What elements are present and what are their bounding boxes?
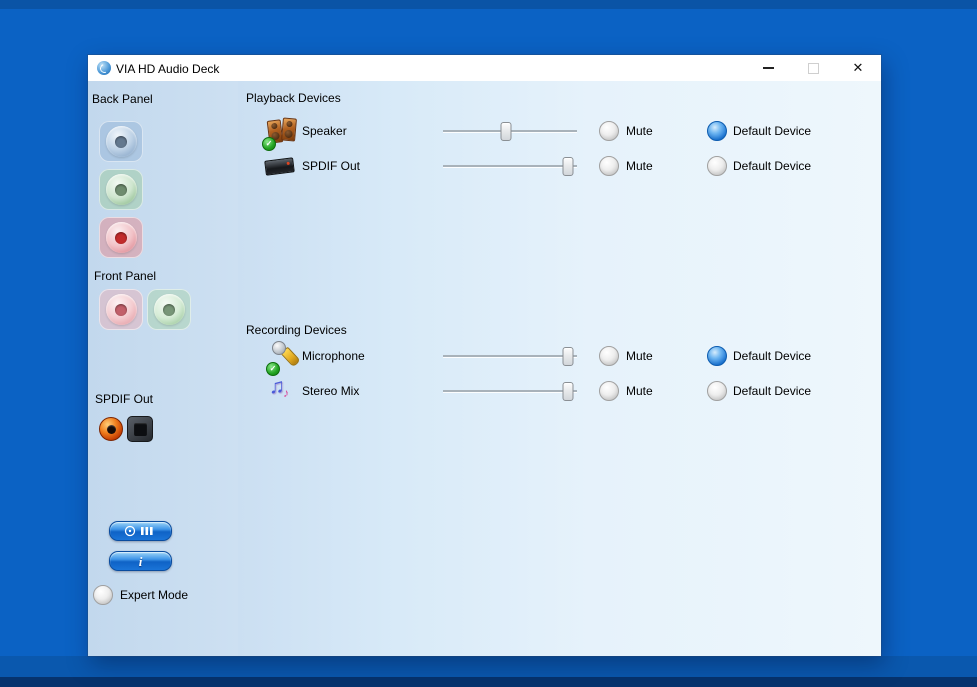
devices-panel: Playback Devices ✓ Speaker Mute Default … [238, 81, 881, 656]
device-label: Speaker [302, 124, 347, 138]
desktop-bottom-band [0, 656, 977, 677]
information-button[interactable]: i [109, 551, 172, 571]
volume-slider[interactable] [443, 122, 577, 141]
device-row-spdif-out: SPDIF Out Mute Default Device [238, 148, 881, 184]
microphone-icon: ✓ [266, 340, 302, 376]
audio-jack-pink-icon [105, 222, 137, 253]
recording-devices-heading: Recording Devices [246, 323, 347, 337]
front-jack-pink[interactable] [99, 289, 143, 330]
enabled-check-icon: ✓ [262, 137, 276, 151]
audio-jack-pink-icon [105, 294, 137, 325]
expert-mode-toggle[interactable] [93, 585, 113, 605]
volume-slider[interactable] [443, 347, 577, 366]
mute-button[interactable] [599, 156, 619, 176]
slider-track [443, 165, 577, 167]
speaker-icon: ✓ [262, 115, 298, 151]
jack-panel-sidebar: Back Panel Front Panel SPDIF Out [88, 81, 238, 656]
maximize-icon [807, 62, 819, 74]
spdif-device-icon [264, 150, 296, 182]
close-button[interactable]: ✕ [852, 60, 864, 75]
mute-label: Mute [626, 349, 653, 363]
jack-settings-button[interactable] [109, 521, 172, 541]
minimize-icon [762, 67, 774, 69]
device-row-stereo-mix: ♫ ♪ Stereo Mix Mute Default Device [238, 373, 881, 409]
default-device-radio[interactable] [707, 346, 727, 366]
minimize-button[interactable] [753, 55, 783, 81]
volume-slider[interactable] [443, 382, 577, 401]
mute-label: Mute [626, 124, 653, 138]
desktop-top-band [0, 0, 977, 9]
spdif-coaxial-port-icon[interactable] [99, 417, 123, 441]
device-row-speaker: ✓ Speaker Mute Default Device [238, 113, 881, 151]
mute-button[interactable] [599, 346, 619, 366]
back-jack-blue[interactable] [99, 121, 143, 162]
stereo-mix-icon: ♫ ♪ [269, 375, 289, 400]
audio-jack-green-icon [105, 174, 137, 205]
audio-jack-green-icon [153, 294, 185, 325]
device-label: Stereo Mix [302, 384, 360, 398]
slider-thumb[interactable] [562, 347, 574, 366]
audio-jack-blue-icon [105, 126, 137, 157]
default-device-radio[interactable] [707, 156, 727, 176]
device-row-microphone: ✓ Microphone Mute Default Device [238, 338, 881, 376]
expert-mode-label: Expert Mode [120, 588, 189, 602]
default-device-label: Default Device [733, 124, 812, 138]
window-title: VIA HD Audio Deck [116, 62, 220, 76]
default-device-radio[interactable] [707, 121, 727, 141]
default-device-radio[interactable] [707, 381, 727, 401]
slider-thumb[interactable] [562, 157, 574, 176]
slider-thumb[interactable] [500, 122, 512, 141]
maximize-button [798, 55, 828, 81]
enabled-check-icon: ✓ [266, 362, 280, 376]
default-device-label: Default Device [733, 159, 812, 173]
default-device-label: Default Device [733, 349, 812, 363]
back-jack-pink[interactable] [99, 217, 143, 258]
slider-track [443, 355, 577, 357]
front-panel-label: Front Panel [94, 269, 157, 283]
mute-button[interactable] [599, 381, 619, 401]
device-label: SPDIF Out [302, 159, 361, 173]
back-jack-green[interactable] [99, 169, 143, 210]
desktop-taskbar-band [0, 677, 977, 687]
mute-button[interactable] [599, 121, 619, 141]
back-panel-label: Back Panel [92, 92, 153, 106]
slider-track [443, 390, 577, 392]
app-logo-icon [97, 61, 111, 75]
device-label: Microphone [302, 349, 365, 363]
info-icon: i [138, 553, 143, 569]
volume-slider[interactable] [443, 157, 577, 176]
front-jack-green[interactable] [147, 289, 191, 330]
mute-label: Mute [626, 384, 653, 398]
via-hd-audio-deck-window: VIA HD Audio Deck ✕ Back Panel Front Pan… [88, 55, 881, 656]
default-device-label: Default Device [733, 384, 812, 398]
spdif-optical-port-icon[interactable] [127, 416, 153, 442]
spdif-out-label: SPDIF Out [95, 392, 154, 406]
playback-devices-heading: Playback Devices [246, 91, 341, 105]
titlebar[interactable]: VIA HD Audio Deck ✕ [88, 55, 881, 81]
connector-settings-icon [124, 525, 153, 537]
slider-thumb[interactable] [562, 382, 574, 401]
mute-label: Mute [626, 159, 653, 173]
